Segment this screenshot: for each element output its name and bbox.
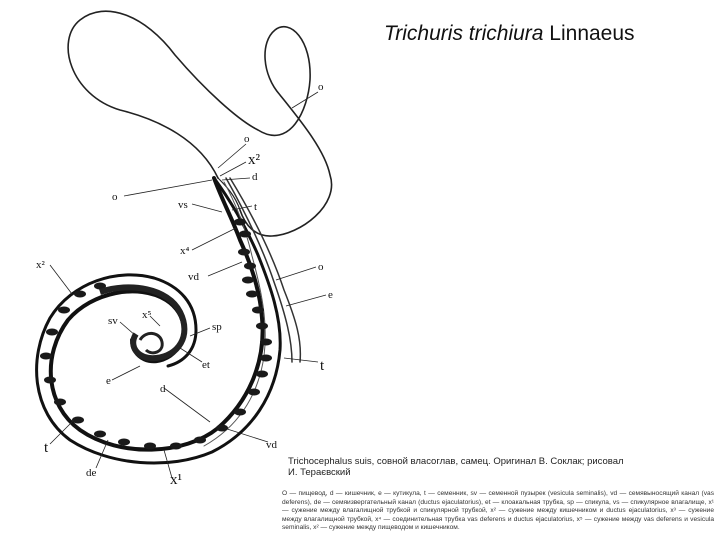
esophagus-thread (67, 10, 333, 237)
label-de: de (86, 467, 97, 479)
label-vd-mid: vd (188, 271, 200, 283)
label-e-right: e (328, 289, 333, 301)
caption-legend: O — пищевод, d — кишечник, e — кутикула,… (282, 490, 714, 532)
label-d-top: d (252, 171, 258, 183)
label-x2-top: x² (248, 152, 261, 168)
caption-title: Trichocephalus suis, совной власоглав, с… (288, 456, 624, 467)
label-e-left: e (106, 375, 111, 387)
slide-title: Trichuris trichiura Linnaeus (384, 22, 635, 46)
label-t-right: t (320, 358, 325, 374)
label-o-left: o (112, 191, 118, 203)
leader-lines (49, 91, 327, 479)
label-sv: sv (108, 315, 118, 327)
title-species: Trichuris trichiura (384, 22, 544, 45)
seminal-vesicle-coil (99, 284, 188, 362)
label-d-mid: d (160, 383, 166, 395)
label-vd-bottom: vd (266, 439, 278, 451)
title-author: Linnaeus (543, 22, 635, 45)
label-o-2: o (244, 133, 250, 145)
labels: o o x² d o vs t x⁴ x² vd o e sv x⁵ sp et… (36, 81, 333, 488)
label-x4: x⁴ (180, 245, 190, 257)
figure-caption: Trichocephalus suis, совной власоглав, с… (282, 456, 714, 533)
label-t-bottom: t (44, 440, 49, 456)
label-o-right: o (318, 261, 324, 273)
label-x2-left: x² (36, 259, 46, 271)
label-et: et (202, 359, 210, 371)
label-t-top: t (254, 201, 257, 213)
testis-lobes (40, 218, 272, 450)
caption-author: И. Тераєвский (288, 467, 351, 478)
label-sp: sp (212, 321, 222, 333)
label-vs: vs (178, 199, 188, 211)
label-o-top: o (318, 81, 324, 93)
label-x5: x⁵ (142, 309, 152, 321)
label-x1: x¹ (170, 472, 182, 488)
